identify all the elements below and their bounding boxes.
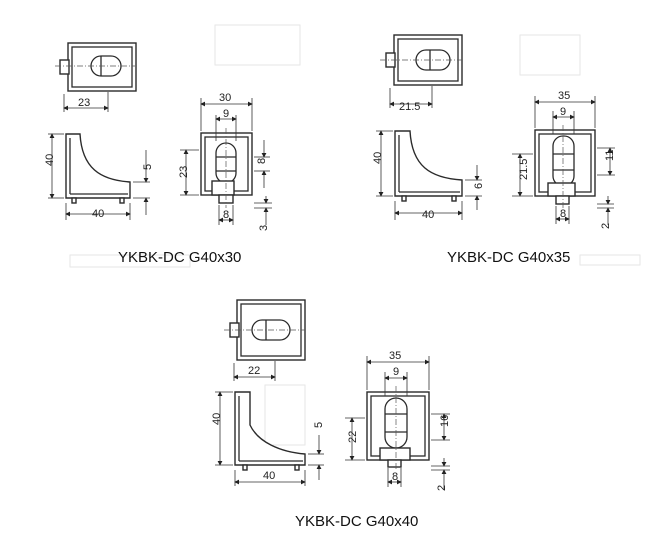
dim-front-base: 8 [560, 208, 566, 220]
front-view-g40x40 [345, 356, 450, 490]
top-view-g40x35 [380, 34, 463, 108]
dim-side-width: 40 [92, 208, 104, 220]
side-view-g40x40 [215, 391, 324, 486]
caption-g40x35: YKBK-DC G40x35 [447, 249, 570, 266]
caption-g40x30: YKBK-DC G40x30 [118, 249, 241, 266]
dim-side-foot: 5 [313, 422, 325, 428]
side-view-g40x35 [376, 130, 482, 220]
dim-front-height: 22 [347, 431, 359, 443]
dim-front-slot-h: 16 [439, 415, 451, 427]
dim-side-width: 40 [263, 470, 275, 482]
top-view-g40x30 [55, 42, 137, 112]
dim-front-slot: 9 [560, 106, 566, 118]
top-view-g40x40 [224, 299, 306, 381]
front-view-g40x35 [512, 96, 615, 225]
dim-top-width: 21.5 [399, 101, 420, 113]
dim-side-height: 40 [372, 152, 384, 164]
dim-front-base: 8 [392, 471, 398, 483]
dim-front-width: 35 [389, 350, 401, 362]
dim-side-width: 40 [422, 209, 434, 221]
dim-front-slot: 9 [223, 108, 229, 120]
dim-front-width: 35 [558, 90, 570, 102]
front-view-g40x30 [180, 98, 272, 225]
dim-side-foot: 5 [142, 164, 154, 170]
dim-front-base: 8 [223, 209, 229, 221]
dim-top-width: 22 [248, 365, 260, 377]
dim-front-height: 21.5 [518, 159, 530, 180]
dim-side-height: 40 [44, 154, 56, 166]
dim-front-bottom: 2 [600, 223, 612, 229]
dim-front-slot-h: 8 [256, 158, 268, 164]
dim-side-height: 40 [211, 413, 223, 425]
dim-front-slot-h: 11 [604, 150, 616, 161]
caption-g40x40: YKBK-DC G40x40 [295, 513, 418, 530]
dim-front-width: 30 [219, 92, 231, 104]
background-artifacts [69, 24, 641, 446]
dim-front-slot: 9 [393, 366, 399, 378]
bracket-g40x40: 22 40 40 5 [211, 299, 451, 491]
dim-front-height: 23 [178, 166, 190, 178]
dim-top-width: 23 [78, 97, 90, 109]
bracket-g40x30: 23 40 40 5 [44, 42, 272, 231]
dim-front-bottom: 3 [258, 225, 270, 231]
side-view-g40x30 [48, 133, 150, 220]
dim-side-foot: 6 [473, 183, 485, 189]
bracket-g40x35: 21.5 40 40 6 [372, 34, 616, 229]
dim-front-bottom: 2 [436, 485, 448, 491]
